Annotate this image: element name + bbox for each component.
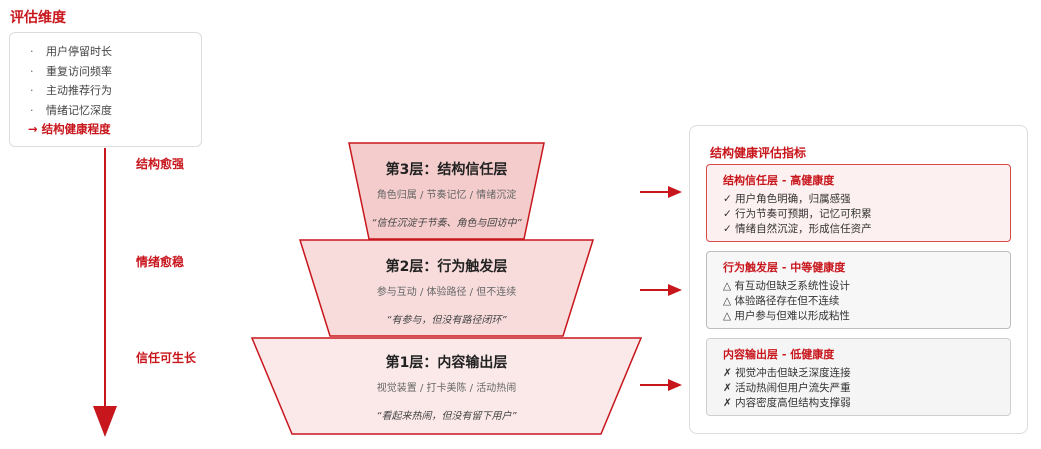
axis-label-trust-growth: 信任可生长 [136,351,197,365]
arrow-down-icon [93,406,117,437]
layer-1-shape [250,337,643,435]
list-item: · 重复访问频率 [30,62,201,82]
layer-3-tags: 角色归属 / 节奏记忆 / 情绪沉淀 [376,190,517,201]
card-high-health: 结构信任层 - 高健康度 ✓ 用户角色明确，归属感强 ✓ 行为节奏可预期，记忆可… [706,164,1011,242]
card-item: △ 体验路径存在但不连续 [723,295,840,307]
axis-label-stronger-structure: 结构愈强 [136,157,185,171]
layer-1-quote: “看起来热闹，但没有留下用户” [376,411,517,422]
card-title: 行为触发层 - 中等健康度 [723,261,846,274]
layer-2-title: 第2层：行为触发层 [385,259,508,275]
card-item: ✗ 视觉冲击但缺乏深度连接 [723,367,851,379]
layer-3-title: 第3层：结构信任层 [385,162,508,178]
card-low-health: 内容输出层 - 低健康度 ✗ 视觉冲击但缺乏深度连接 ✗ 活动热闹但用户流失严重… [706,338,1011,416]
criteria-label: 情绪记忆深度 [46,103,112,117]
layer-1-title: 第1层：内容输出层 [385,355,508,371]
card-title: 结构信任层 - 高健康度 [723,174,835,187]
layer-2-tags: 参与互动 / 体验路径 / 但不连续 [376,287,517,298]
bullet-icon: · [30,64,34,78]
card-title: 内容输出层 - 低健康度 [723,348,835,361]
bullet-icon: · [30,84,34,97]
layer-2-content: 第2层：行为触发层 参与互动 / 体验路径 / 但不连续 “有参与，但没有路径闭… [300,256,593,326]
health-metrics-panel: 结构健康评估指标 结构信任层 - 高健康度 ✓ 用户角色明确，归属感强 ✓ 行为… [689,125,1028,434]
layer-1-content: 第1层：内容输出层 视觉装置 / 打卡美陈 / 活动热闹 “看起来热闹，但没有留… [252,352,641,422]
list-item: · 用户停留时长 [30,42,201,62]
card-item: ✗ 活动热闹但用户流失严重 [723,382,851,394]
axis-line [104,148,106,408]
list-item: · 情绪记忆深度 [30,101,201,121]
arrow-right-icon [640,379,682,391]
card-item: △ 用户参与但难以形成粘性 [723,310,850,322]
layer-2-quote: “有参与，但没有路径闭环” [386,315,507,326]
criteria-label: 用户停留时长 [46,45,112,58]
axis-label-stable-emotion: 情绪愈稳 [136,255,185,269]
layer-3-content: 第3层：结构信任层 角色归属 / 节奏记忆 / 情绪沉淀 “信任沉淀于节奏、角色… [349,159,544,229]
bullet-icon: · [30,45,34,58]
layer-1-tags: 视觉装置 / 打卡美陈 / 活动热闹 [376,383,517,394]
layer-3-shape [348,142,545,240]
eval-dimensions-box: · 用户停留时长 · 重复访问频率 · 主动推荐行为 · 情绪记忆深度 → 结构健康程度 [9,32,202,147]
list-item: · 主动推荐行为 [30,81,201,101]
eval-dimensions-title: 评估维度 [10,10,66,26]
layer-3-quote: “信任沉淀于节奏、角色与回访中” [371,218,522,229]
card-item: ✗ 内容密度高但结构支撑弱 [723,397,851,409]
arrow-right-icon [640,284,682,296]
card-mid-health: 行为触发层 - 中等健康度 △ 有互动但缺乏系统性设计 △ 体验路径存在但不连续… [706,251,1011,329]
card-item: ✓ 行为节奏可预期，记忆可积累 [723,208,872,220]
bullet-icon: · [30,103,34,117]
panel-title: 结构健康评估指标 [710,146,807,160]
structure-health-highlight: → 结构健康程度 [28,122,111,136]
card-item: ✓ 用户角色明确，归属感强 [723,193,851,205]
arrow-right-icon [640,186,682,198]
criteria-label: 重复访问频率 [46,64,112,78]
card-item: ✓ 情绪自然沉淀，形成信任资产 [723,223,872,235]
layer-2-shape [298,239,595,337]
card-item: △ 有互动但缺乏系统性设计 [723,280,850,292]
criteria-label: 主动推荐行为 [46,84,112,97]
